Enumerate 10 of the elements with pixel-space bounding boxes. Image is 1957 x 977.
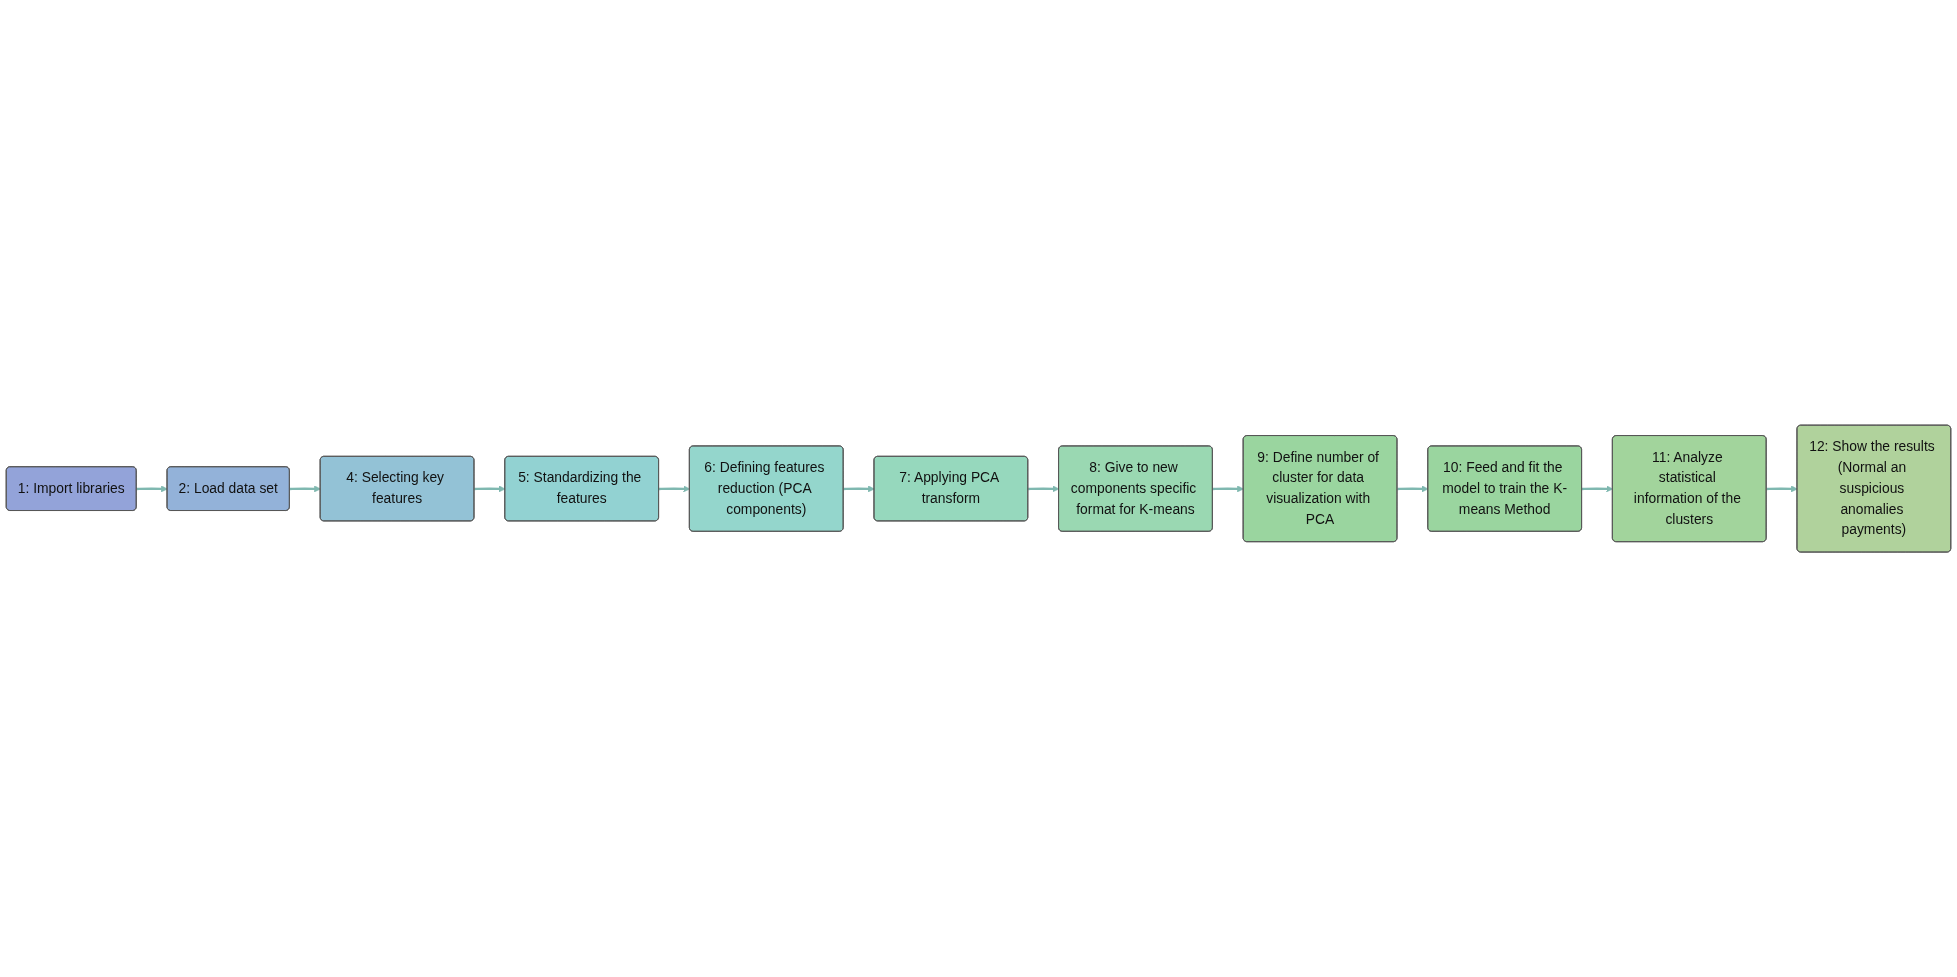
arrow <box>1212 485 1244 493</box>
arrow <box>1028 485 1060 493</box>
arrow <box>1581 485 1614 493</box>
arrow <box>658 485 691 493</box>
arrow <box>1397 485 1429 493</box>
arrow <box>1766 485 1798 493</box>
arrow <box>843 485 875 493</box>
arrow <box>289 485 321 493</box>
arrow <box>136 485 168 493</box>
arrow <box>474 485 506 493</box>
